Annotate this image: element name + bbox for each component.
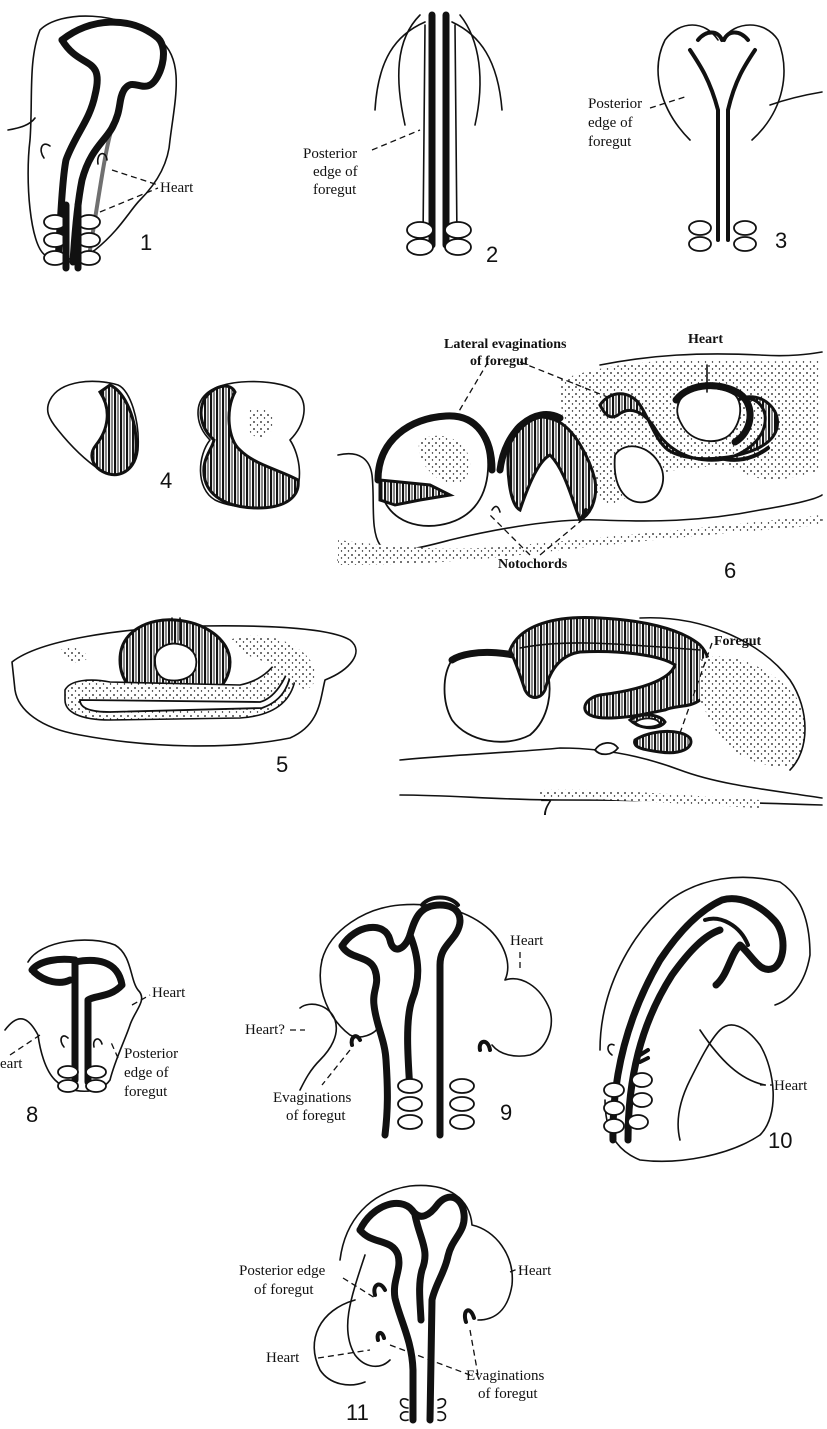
figure-number-8: 8	[26, 1102, 38, 1127]
figure-10: Heart 10	[600, 877, 810, 1161]
figure-7: Foregut 7	[400, 617, 822, 820]
evaginations-label-11b: of foregut	[478, 1386, 538, 1402]
figure-9: Heart Heart? Evaginations of foregut 9	[245, 898, 551, 1136]
foregut-label: Foregut	[714, 634, 762, 649]
posterior-edge-label-2b: edge of	[313, 164, 358, 180]
posterior-edge-label-8b: edge of	[124, 1065, 169, 1081]
notochords-label: Notochords	[498, 557, 568, 572]
figure-6: Lateral evaginations of foregut Heart No…	[338, 332, 822, 583]
evaginations-label-9a: Evaginations	[273, 1090, 351, 1106]
heart-query-label-9: Heart?	[245, 1022, 285, 1038]
figure-number-9: 9	[500, 1100, 512, 1125]
posterior-edge-label-11b: of foregut	[254, 1282, 314, 1298]
posterior-edge-label-8c: foregut	[124, 1084, 168, 1100]
posterior-edge-label-3b: edge of	[588, 115, 633, 131]
figure-number-5: 5	[276, 752, 288, 777]
lateral-evaginations-label-a: Lateral evaginations	[444, 337, 567, 352]
posterior-edge-label-11a: Posterior edge	[239, 1263, 326, 1279]
figure-number-7: 7	[540, 795, 552, 820]
posterior-edge-label-2a: Posterior	[303, 146, 357, 162]
figure-number-2: 2	[486, 242, 498, 267]
posterior-edge-label-3c: foregut	[588, 134, 632, 150]
heart-label-1: Heart	[160, 180, 194, 196]
figure-number-11: 11	[346, 1400, 369, 1425]
heart-label-8: Heart	[152, 985, 186, 1001]
heart-label-9: Heart	[510, 933, 544, 949]
figure-8: Heart eart Posterior edge of foregut 8	[0, 940, 186, 1127]
heart-label-6: Heart	[688, 332, 723, 347]
lateral-evaginations-label-b: of foregut	[470, 354, 529, 369]
figure-5: 5	[12, 618, 356, 777]
evaginations-label-11a: Evaginations	[466, 1368, 544, 1384]
figure-number-4: 4	[160, 468, 172, 493]
posterior-edge-label-8a: Posterior	[124, 1046, 178, 1062]
figure-4: 4	[48, 381, 304, 508]
heart-label-11-left: Heart	[266, 1350, 300, 1366]
figure-number-6: 6	[724, 558, 736, 583]
heart-label-8-cut: eart	[0, 1056, 23, 1072]
figure-1: Heart 1	[8, 16, 194, 268]
figure-number-10: 10	[768, 1128, 792, 1153]
figure-number-3: 3	[775, 228, 787, 253]
posterior-edge-label-2c: foregut	[313, 182, 357, 198]
figure-number-1: 1	[140, 230, 152, 255]
heart-label-10: Heart	[774, 1078, 808, 1094]
figure-11: Posterior edge of foregut Heart Heart Ev…	[239, 1185, 552, 1425]
heart-label-11-right: Heart	[518, 1263, 552, 1279]
posterior-edge-label-3a: Posterior	[588, 96, 642, 112]
evaginations-label-9b: of foregut	[286, 1108, 346, 1124]
figure-2: Posterior edge of foregut 2	[303, 15, 502, 267]
figure-3: Posterior edge of foregut 3	[588, 25, 822, 253]
